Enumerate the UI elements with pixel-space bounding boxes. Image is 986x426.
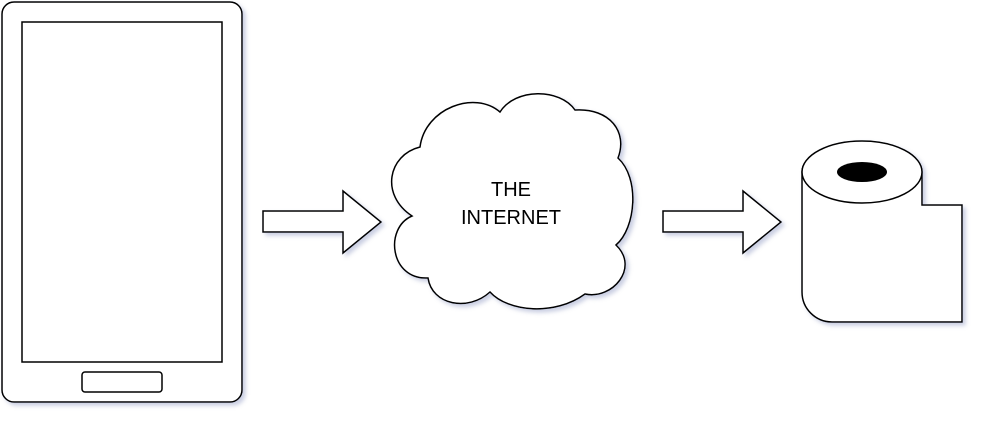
mobile-phone-icon [1,1,243,403]
right-arrow-icon [662,189,783,255]
phone-home-button [81,371,163,393]
internet-cloud-icon [390,93,634,310]
cloud-label-line1: THE [491,179,531,201]
toilet-paper-roll-icon [801,140,963,323]
right-arrow-icon [262,189,383,255]
phone-screen [21,21,223,363]
cloud-label-line2: INTERNET [461,207,561,229]
paper-roll-core [837,162,887,182]
